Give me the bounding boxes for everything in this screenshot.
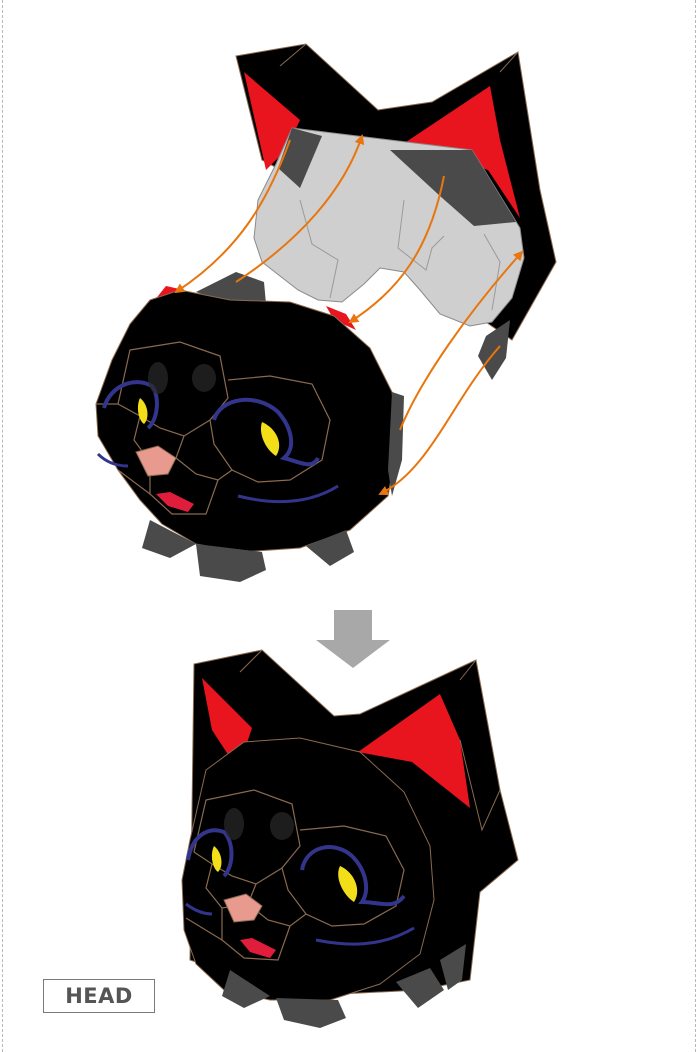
exploded-assembly (96, 44, 556, 582)
step-arrow (316, 610, 390, 668)
face-piece (96, 272, 404, 582)
part-label: HEAD (43, 979, 155, 1013)
flap-tab-bottom (478, 320, 510, 380)
assembled-head (182, 650, 518, 1028)
part-label-text: HEAD (65, 984, 133, 1008)
